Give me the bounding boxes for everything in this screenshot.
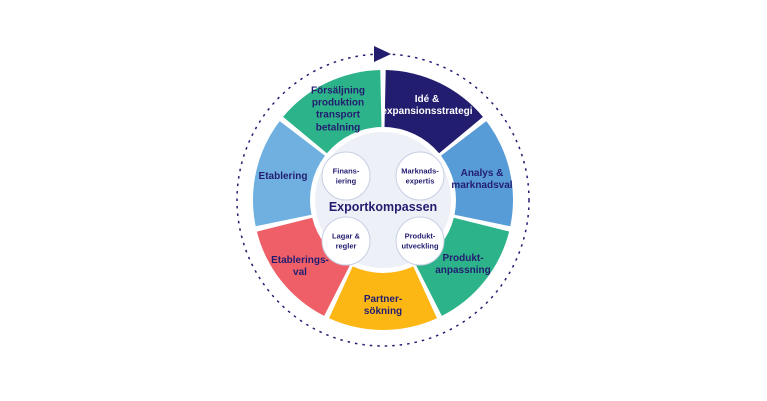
center-bubbles bbox=[321, 151, 445, 266]
bubble-produktutveckling-circle bbox=[395, 216, 445, 266]
bubble-lagar-regler-circle bbox=[321, 216, 371, 266]
segment-3 bbox=[416, 217, 510, 316]
donut-segments bbox=[252, 70, 514, 330]
bubble-finansiering-circle bbox=[321, 151, 371, 201]
segment-6 bbox=[252, 121, 325, 227]
segment-4 bbox=[329, 266, 437, 330]
segment-1 bbox=[384, 70, 483, 154]
cycle-outline-dashed-circle bbox=[236, 53, 530, 347]
segment-5 bbox=[256, 217, 350, 316]
direction-arrow-icon bbox=[374, 46, 391, 62]
segment-2 bbox=[441, 121, 514, 227]
bubble-marknadsexpertis-circle bbox=[395, 151, 445, 201]
segment-7 bbox=[283, 70, 382, 154]
